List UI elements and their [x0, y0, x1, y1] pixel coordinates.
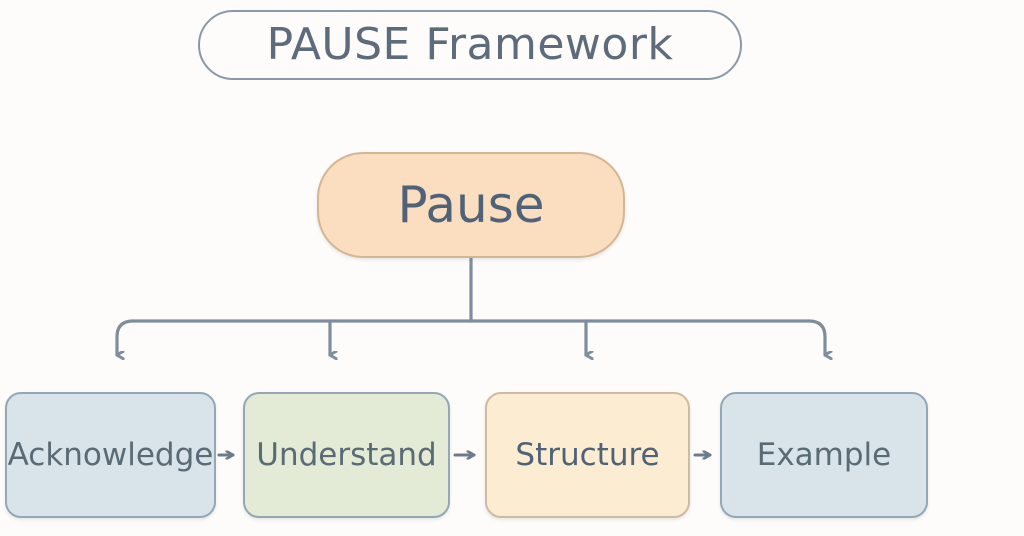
- node-example-label: Example: [756, 436, 892, 473]
- connector-branch-4: [807, 319, 825, 355]
- node-understand[interactable]: Understand: [243, 392, 450, 518]
- diagram-title-label: PAUSE Framework: [266, 18, 674, 70]
- node-example[interactable]: Example: [720, 392, 928, 518]
- node-pause[interactable]: Pause: [317, 152, 625, 258]
- node-acknowledge[interactable]: Acknowledge: [5, 392, 216, 518]
- node-understand-label: Understand: [256, 436, 437, 473]
- node-structure-label: Structure: [515, 436, 660, 473]
- diagram-title: PAUSE Framework: [198, 10, 742, 80]
- node-acknowledge-label: Acknowledge: [7, 436, 214, 473]
- node-pause-label: Pause: [397, 175, 545, 234]
- connector-bus: [115, 319, 135, 355]
- node-structure[interactable]: Structure: [485, 392, 690, 518]
